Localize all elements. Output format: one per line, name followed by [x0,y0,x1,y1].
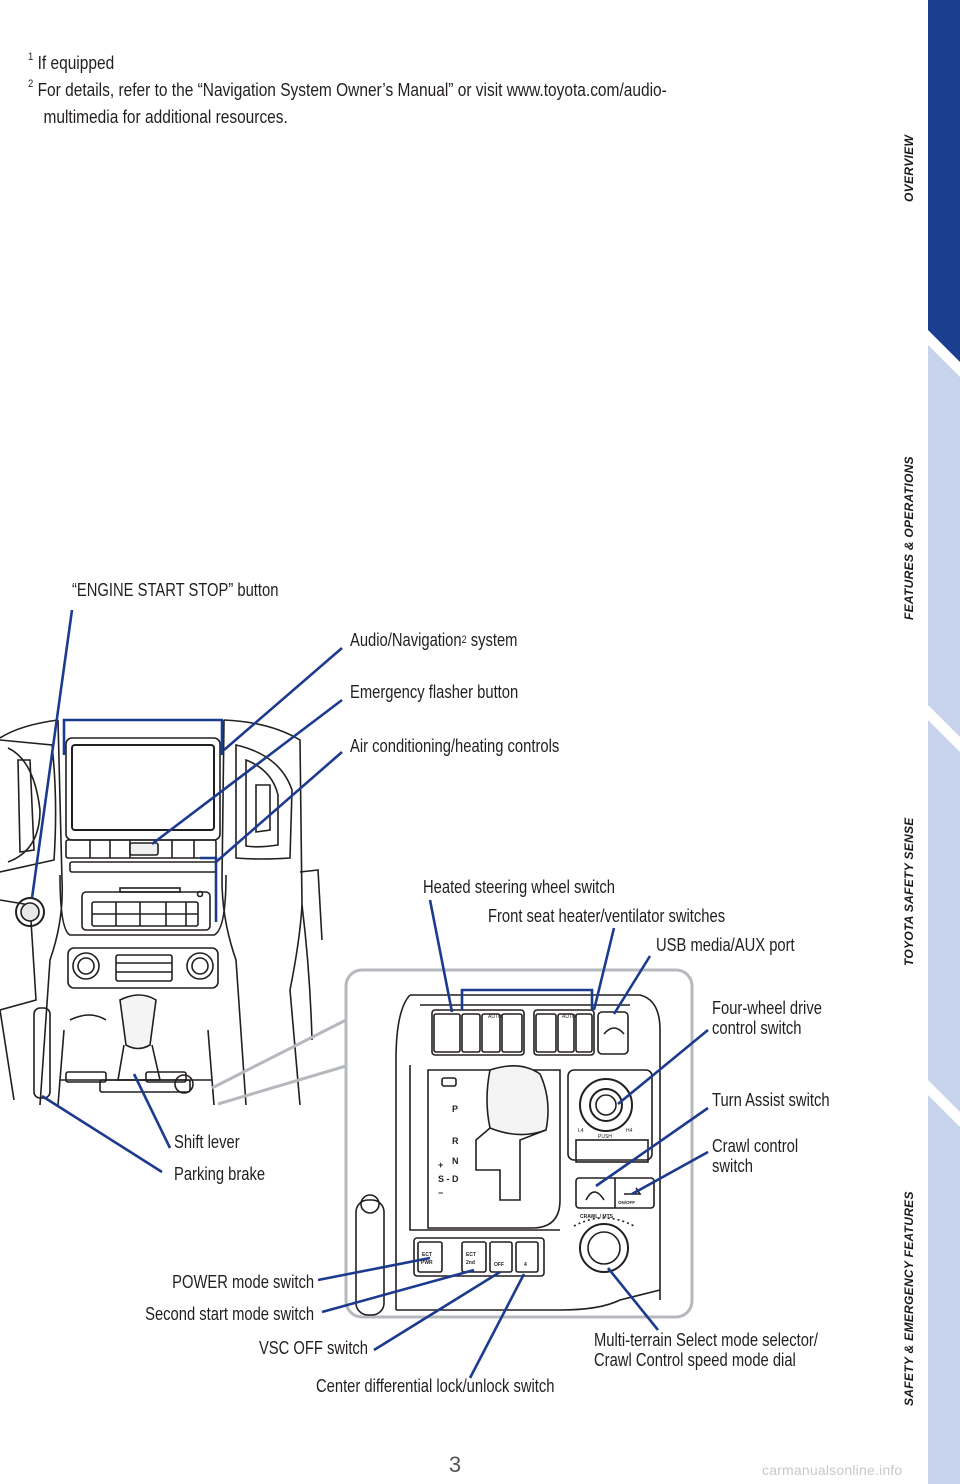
diff-key: 4 [524,1262,527,1268]
footnote-2: 2 For details, refer to the “Navigation … [28,77,750,131]
gear-plus: + [438,1160,443,1170]
label-multi-terrain-line1: Multi-terrain Select mode selector/ [594,1330,818,1350]
dial-push: PUSH [598,1134,612,1140]
label-turn-assist: Turn Assist switch [712,1090,830,1110]
label-air-conditioning: Air conditioning/heating controls [350,736,560,756]
footnotes: 1 If equipped 2 For details, refer to th… [28,50,750,131]
gear-p: P [452,1104,458,1114]
label-engine-start-stop: “ENGINE START STOP” button [72,580,279,600]
ect-pwr-2: PWR [421,1260,433,1266]
label-vsc-off: VSC OFF switch [258,1338,368,1358]
ect-2nd-1: ECT [466,1252,476,1258]
ect-pwr-1: ECT [422,1252,432,1258]
crawl-mts-label: CRAWL / MTS [580,1214,614,1220]
label-seat-heater: Front seat heater/ventilator switches [488,906,726,926]
label-multi-terrain-line2: Crawl Control speed mode dial [594,1350,796,1370]
on-off-label: ON/OFF [618,1200,635,1205]
label-center-differential: Center differential lock/unlock switch [316,1376,555,1396]
label-parking-brake: Parking brake [174,1164,266,1184]
footnote-1: 1 If equipped [28,50,750,77]
screen-bracket [62,718,224,755]
footnote-1-mark: 1 [28,51,34,63]
panel-auto-2: AUTO [562,1014,576,1020]
label-heated-steering-wheel: Heated steering wheel switch [423,877,615,897]
label-emergency-flasher: Emergency flasher button [350,682,519,702]
dial-l4: L4 [578,1128,584,1134]
footnote-1-text: If equipped [37,53,115,73]
callout-lines [30,609,709,1379]
gear-minus: − [438,1188,443,1198]
footnote-2-line2: multimedia for additional resources. [43,107,288,127]
page-number: 3 [448,1452,462,1477]
footnote-2-mark: 2 [28,78,34,90]
footnote-2-line1: For details, refer to the “Navigation Sy… [37,80,667,100]
vsc-off-key: OFF [494,1262,504,1268]
ect-2nd-2: 2nd [466,1260,475,1266]
label-crawl-line2: switch [712,1156,754,1176]
seat-bracket [460,988,594,1010]
gear-n: N [452,1156,459,1166]
label-audio-navigation-sup: 2 [461,634,467,646]
label-audio-navigation-text: Audio/Navigation [350,630,462,650]
label-multi-terrain: Multi-terrain Select mode selector/Crawl… [594,1330,818,1370]
label-four-wheel-line2: control switch [712,1018,802,1038]
label-crawl-line1: Crawl control [712,1136,799,1156]
label-shift-lever: Shift lever [174,1132,240,1152]
gear-d: S - D [438,1174,459,1184]
label-four-wheel-line1: Four-wheel drive [712,998,822,1018]
label-usb-port: USB media/AUX port [656,935,795,955]
label-power-mode: POWER mode switch [172,1272,314,1292]
label-audio-navigation: Audio/Navigation2 system [350,630,517,651]
label-audio-navigation-suffix: system [466,630,518,650]
label-second-start: Second start mode switch [144,1304,314,1324]
console-panel [211,968,694,1319]
dial-h4: H4 [626,1128,633,1134]
gear-r: R [452,1136,459,1146]
panel-auto-1: AUTO [488,1014,502,1020]
ac-bracket [200,856,218,922]
watermark: carmanualsonline.info [762,1462,903,1478]
